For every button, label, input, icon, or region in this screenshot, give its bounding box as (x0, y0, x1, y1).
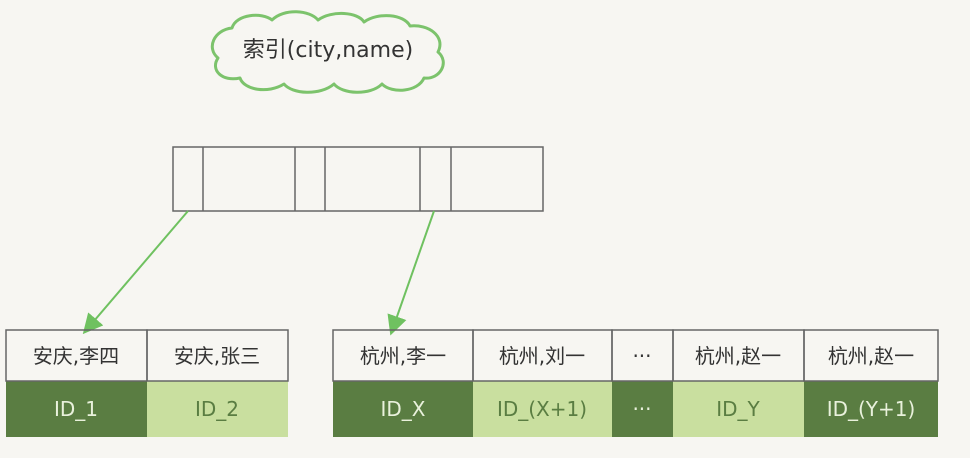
leaf-entry: 杭州,李一 ID_X (332, 329, 474, 437)
key-text: 杭州,李一 (360, 344, 446, 368)
id-text: ID_(X+1) (497, 397, 587, 421)
id-cell (333, 381, 473, 437)
key-text: 安庆,张三 (174, 344, 260, 368)
leaf-entry: 杭州,刘一 ID_(X+1) (472, 329, 613, 437)
id-cell (804, 381, 938, 437)
key-text: 杭州,刘一 (499, 344, 585, 368)
id-cell (147, 381, 288, 437)
id-text: ID_(Y+1) (827, 397, 916, 421)
index-label: 索引(city,name) (243, 38, 413, 63)
pointer-arrow-right (387, 210, 435, 336)
leaf-entry-ellipsis: ··· ··· (611, 329, 674, 437)
index-cloud: 索引(city,name) (210, 10, 445, 94)
root-node (172, 146, 544, 212)
key-cell (146, 329, 289, 382)
key-text: 杭州,赵一 (695, 344, 781, 368)
id-text: ··· (632, 397, 651, 421)
left-leaf-node: 安庆,李四 ID_1 安庆,张三 ID_2 (5, 329, 289, 437)
id-cell (612, 381, 673, 437)
id-text: ID_X (381, 397, 426, 421)
key-cell (803, 329, 939, 382)
id-cell (673, 381, 804, 437)
id-cell (6, 381, 147, 437)
root-node-box (172, 146, 544, 212)
id-text: ID_2 (195, 397, 239, 421)
leaf-entry: 杭州,赵一 ID_(Y+1) (803, 329, 939, 437)
id-text: ID_Y (716, 397, 760, 421)
leaf-entry: 杭州,赵一 ID_Y (672, 329, 805, 437)
key-text: 安庆,李四 (33, 344, 119, 368)
id-text: ID_1 (54, 397, 98, 421)
cloud-shape (210, 10, 445, 94)
key-text: ··· (632, 344, 651, 368)
right-leaf-node: 杭州,李一 ID_X 杭州,刘一 ID_(X+1) ··· ··· 杭州,赵一 … (332, 329, 939, 437)
pointer-arrow-left (82, 210, 189, 335)
key-text: 杭州,赵一 (828, 344, 914, 368)
leaf-entry: 安庆,李四 ID_1 (5, 329, 148, 437)
leaf-entry: 安庆,张三 ID_2 (146, 329, 289, 437)
id-cell (473, 381, 612, 437)
